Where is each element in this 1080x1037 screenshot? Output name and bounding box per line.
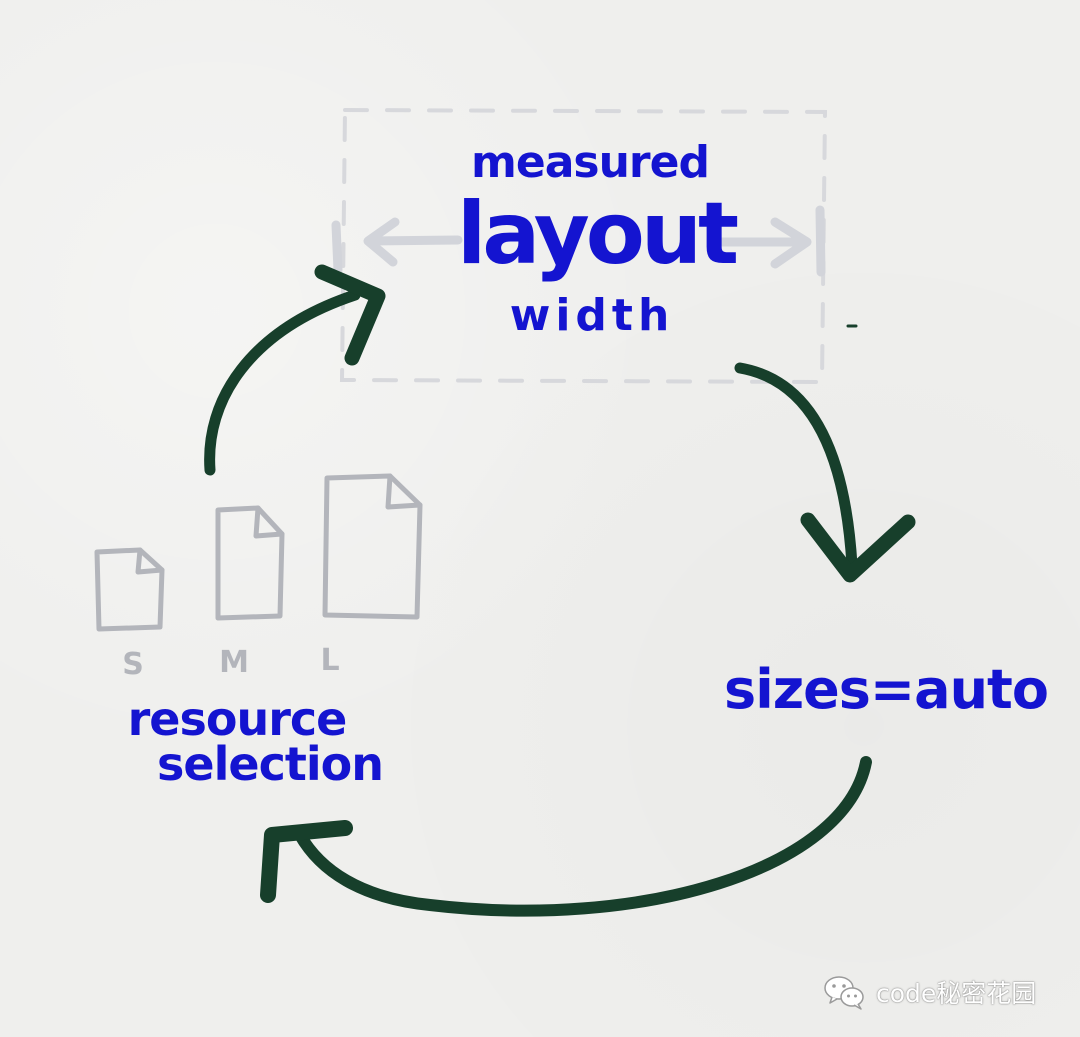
file-icon-medium (215, 505, 285, 621)
cycle-arrow-to-resource (260, 756, 872, 917)
label-resource: resource (128, 692, 347, 746)
file-size-label-l: L (320, 643, 339, 678)
sizes-auto-label: sizes=auto (724, 658, 1048, 721)
cycle-arrow-to-sizes (734, 362, 916, 583)
label-selection: selection (157, 737, 383, 791)
file-icon-large (322, 473, 423, 620)
file-size-label-s: S (122, 647, 144, 682)
file-size-label-m: M (219, 645, 249, 680)
resource-selection-label: resource selection (128, 692, 384, 791)
wechat-icon (824, 976, 864, 1010)
label-measured: measured (471, 137, 709, 188)
measured-layout-width-label: measured layout width (457, 137, 742, 341)
watermark: code秘密花园 (822, 972, 1036, 1012)
label-layout: layout (457, 184, 738, 284)
layout-box (339, 107, 828, 385)
width-arrow-right (707, 205, 826, 277)
width-arrow-left (331, 217, 463, 275)
file-size-labels: S M L (122, 643, 339, 682)
cycle-arrow-to-layout (204, 264, 386, 476)
file-icon-small (94, 547, 165, 632)
watermark-text: code秘密花园 (876, 979, 1037, 1008)
label-width: width (510, 290, 675, 341)
